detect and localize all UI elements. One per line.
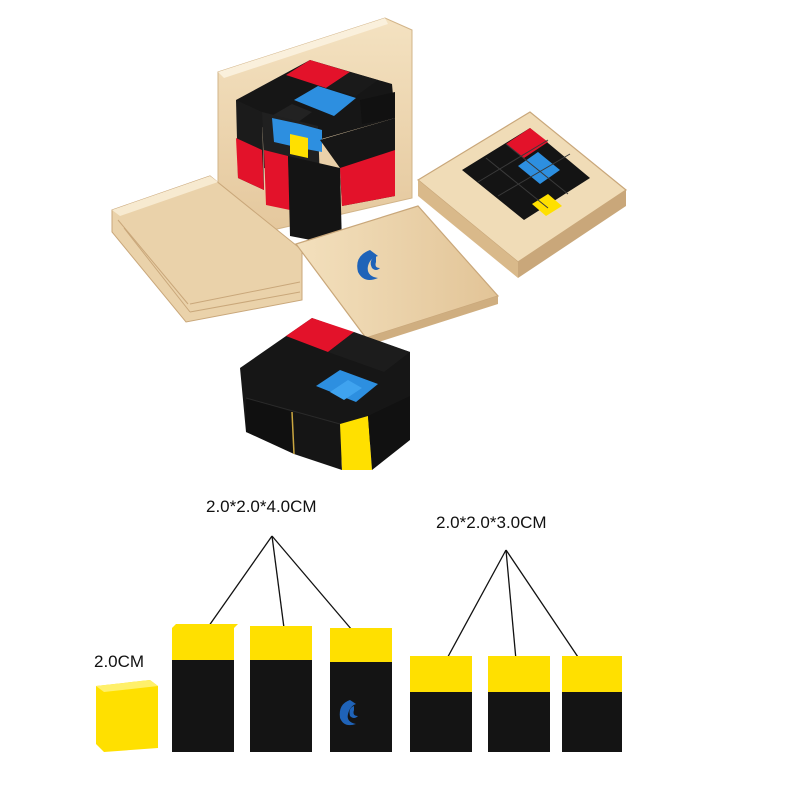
box-left-base [111, 175, 303, 323]
box-right-lid [416, 111, 628, 278]
lid-pattern [462, 128, 590, 220]
trinomial-cube-assembled [236, 60, 395, 246]
small-cube-size-label: 2.0CM [94, 652, 145, 671]
logo-icon [357, 250, 380, 280]
box-front-lid [295, 205, 500, 346]
small-yellow-cube [96, 680, 158, 752]
box-back-edge [218, 18, 388, 78]
open-wooden-box [111, 17, 628, 346]
long-prism-3 [330, 628, 392, 752]
short-prism-1 [410, 656, 472, 752]
long-prism-size-label: 2.0*2.0*4.0CM [206, 497, 317, 516]
short-prism-3 [562, 656, 622, 752]
short-prism-2 [488, 656, 550, 752]
cube-layer [240, 318, 410, 470]
short-prism-size-label: 2.0*2.0*3.0CM [436, 513, 547, 532]
long-prism-1 [172, 624, 238, 752]
watermark-logo-icon [339, 700, 358, 726]
leader-lines [205, 535, 581, 665]
long-prism-2 [250, 626, 312, 752]
